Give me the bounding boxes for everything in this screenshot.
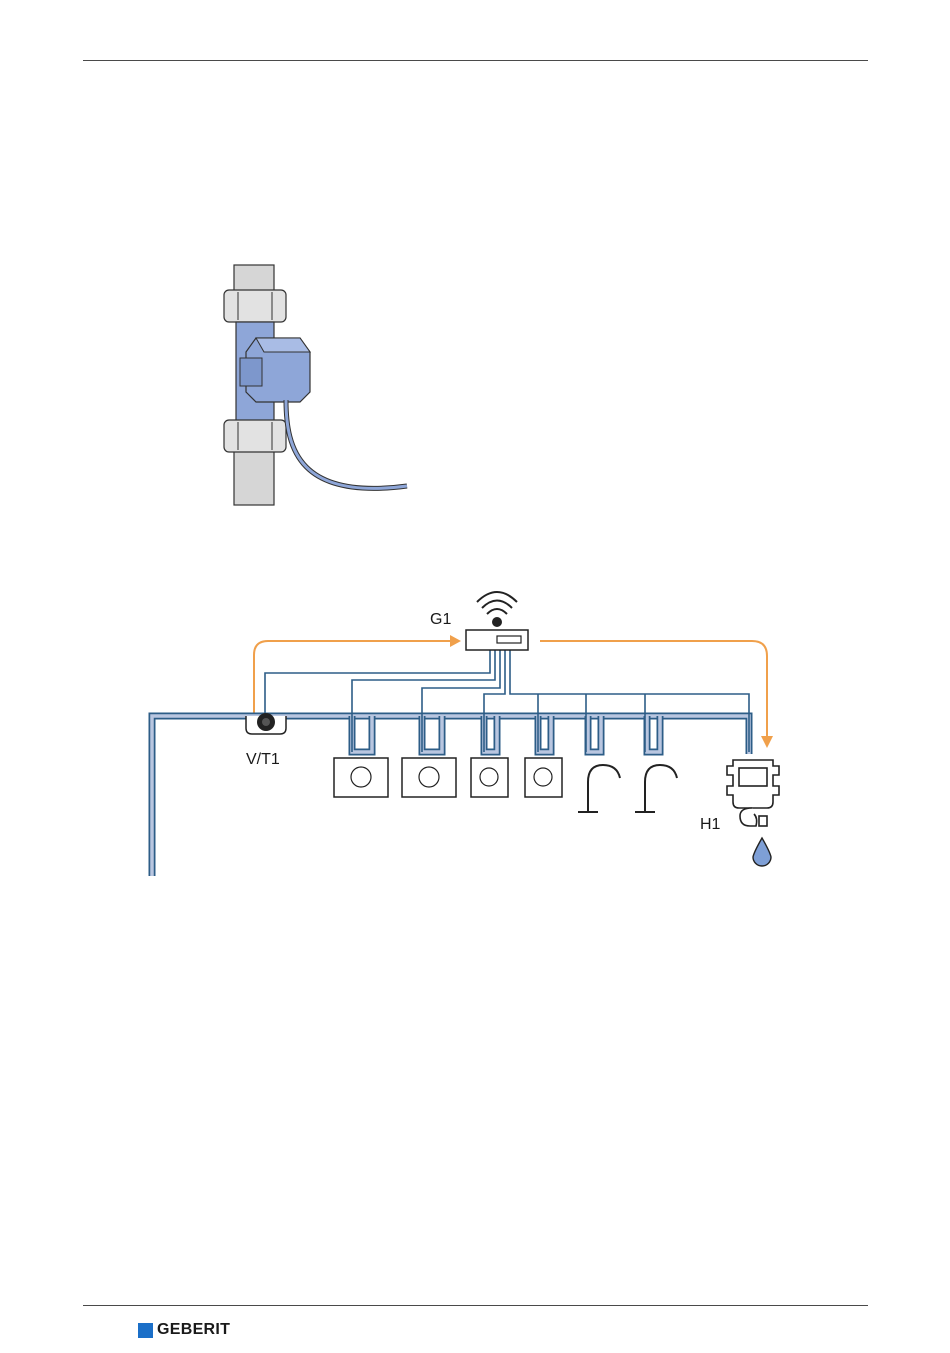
- detector-label: H1: [700, 816, 721, 833]
- tap-1: [578, 765, 620, 812]
- flush-plate-4: [525, 758, 562, 797]
- control-lines: [265, 650, 749, 752]
- brand-name: GEBERIT: [157, 1321, 230, 1339]
- gateway-label: G1: [430, 611, 451, 628]
- signal-arrow-gateway-to-detector: [540, 641, 767, 738]
- water-drop-icon: [753, 838, 771, 866]
- logo-square-icon: [138, 1323, 153, 1338]
- gateway-router: [466, 592, 528, 650]
- valve-sensor: [246, 713, 286, 734]
- arrowhead-gateway: [450, 635, 461, 647]
- arrowhead-detector: [761, 736, 773, 748]
- leak-detector: [727, 760, 779, 826]
- tap-2: [635, 765, 677, 812]
- flush-plate-3: [471, 758, 508, 797]
- footer-rule: [83, 1305, 868, 1306]
- valve-label: V/T1: [246, 751, 280, 768]
- flush-plate-2: [402, 758, 456, 797]
- flush-plate-1: [334, 758, 388, 797]
- brand-logo: GEBERIT: [138, 1320, 230, 1340]
